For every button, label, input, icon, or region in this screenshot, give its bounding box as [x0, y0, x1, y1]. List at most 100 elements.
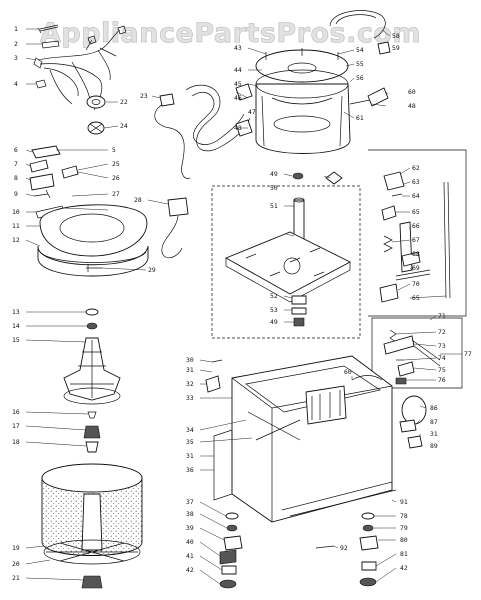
- callout-75: 75: [438, 366, 446, 374]
- leader-line: [391, 167, 462, 381]
- callout-54: 54: [356, 46, 364, 54]
- callout-11: 11: [12, 222, 20, 230]
- callout-70: 70: [412, 280, 420, 288]
- part-35-brace: [247, 411, 301, 441]
- part-23-plug: [159, 93, 175, 107]
- callout-81: 81: [400, 550, 408, 558]
- part-42b-leveling-foot: [359, 577, 377, 587]
- callout-50: 50: [270, 184, 278, 192]
- part-62-switch: [383, 171, 405, 191]
- callout-28: 28: [134, 196, 142, 204]
- callout-20: 20: [12, 560, 20, 568]
- part-7-switch: [29, 173, 55, 191]
- callout-32: 32: [186, 380, 194, 388]
- callout-77: 77: [464, 350, 472, 358]
- callout-16: 16: [12, 408, 20, 416]
- mount-plate-dash-box: [211, 185, 361, 339]
- part-72-lever: [383, 335, 415, 355]
- part-43-outer-tub: [255, 83, 351, 154]
- callout-52: 52: [270, 292, 278, 300]
- part-78-foot: [361, 512, 375, 520]
- part-76-washer: [395, 377, 407, 385]
- part-63-screw: [391, 193, 403, 197]
- callout-56: 56: [356, 74, 364, 82]
- callout-61: 61: [356, 114, 364, 122]
- callout-63: 63: [412, 178, 420, 186]
- part-22-grommet: [86, 95, 106, 109]
- part-53-seal: [291, 307, 307, 315]
- wiring-harness-group: [33, 24, 191, 179]
- part-49-bolt: [293, 317, 305, 327]
- part-39-bracket: [223, 535, 243, 551]
- callout-86: 86: [430, 404, 438, 412]
- callout-60b: 60: [344, 368, 352, 376]
- callout-39: 39: [186, 524, 194, 532]
- callout-78: 78: [400, 512, 408, 520]
- part-89-plug: [407, 435, 423, 449]
- part-73-arm: [411, 339, 441, 367]
- part-50-nut: [292, 172, 304, 180]
- callout-44: 44: [234, 66, 242, 74]
- callout-29: 29: [148, 266, 156, 274]
- leader-line: [283, 173, 331, 323]
- callout-42a: 42: [186, 566, 194, 574]
- part-51-plate-hub: [283, 257, 301, 275]
- callout-48b: 48: [408, 102, 416, 110]
- callout-76: 76: [438, 376, 446, 384]
- part-32-clip: [205, 375, 221, 393]
- callout-2: 2: [14, 40, 18, 48]
- part-92-bolt: [315, 545, 335, 549]
- callout-8: 8: [14, 174, 18, 182]
- part-19-basket-rim: [41, 463, 143, 493]
- callout-41: 41: [186, 552, 194, 560]
- callout-59: 59: [392, 44, 400, 52]
- part-42-leveling-foot: [219, 579, 237, 589]
- part-3-connectors: [33, 25, 127, 69]
- callout-91: 91: [400, 498, 408, 506]
- callout-47: 47: [248, 108, 256, 116]
- part-34-pump-motor: [305, 385, 347, 425]
- callout-72: 72: [438, 328, 446, 336]
- callout-38: 38: [186, 510, 194, 518]
- brake-box-frame: [371, 317, 463, 389]
- leader-line: [199, 359, 427, 585]
- callout-9: 9: [14, 190, 18, 198]
- part-67-spring: [383, 235, 393, 253]
- part-60b-hose: [351, 375, 383, 381]
- callout-68: 68: [412, 250, 420, 258]
- part-68-clip: [401, 251, 421, 267]
- part-81-spacer: [361, 561, 377, 571]
- callout-31a: 31: [186, 366, 194, 374]
- part-17-coupling: [83, 425, 101, 439]
- callout-27: 27: [112, 190, 120, 198]
- callout-1: 1: [14, 25, 18, 33]
- callout-73: 73: [438, 342, 446, 350]
- callout-26: 26: [112, 174, 120, 182]
- callout-25: 25: [112, 160, 120, 168]
- callout-71: 71: [438, 312, 446, 320]
- leader-lines: [25, 28, 462, 585]
- callout-13: 13: [12, 308, 20, 316]
- part-51-plate-side: [225, 258, 351, 303]
- part-26-lid-switch: [167, 197, 189, 217]
- part-44-cover-hole: [287, 62, 317, 74]
- callout-46: 46: [234, 94, 242, 102]
- part-18-spline: [85, 441, 99, 453]
- callout-42b: 42: [400, 564, 408, 572]
- callout-22: 22: [120, 98, 128, 106]
- callout-34: 34: [186, 426, 194, 434]
- leader-line: [56, 95, 169, 271]
- part-29-bolt: [86, 264, 102, 272]
- part-20-plate: [43, 539, 141, 565]
- part-15-base: [63, 387, 121, 405]
- part-16-seal: [87, 411, 97, 419]
- part-36-side-panel: [213, 429, 233, 501]
- callout-21: 21: [12, 574, 20, 582]
- part-20-spokes: [46, 542, 138, 562]
- callout-7: 7: [14, 160, 18, 168]
- part-38-pad: [226, 524, 238, 532]
- leader-line: [25, 28, 89, 581]
- part-6-bracket: [29, 159, 49, 173]
- lid-switch-box-frame: [368, 149, 467, 317]
